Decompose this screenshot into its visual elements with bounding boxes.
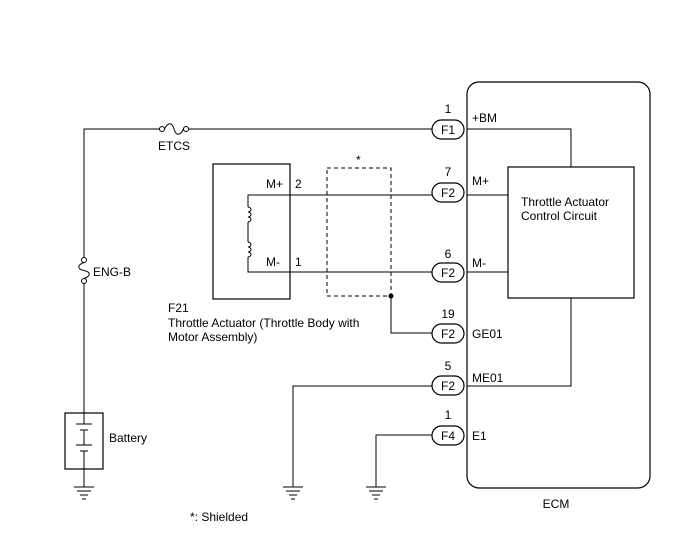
fuse-eng-b-icon xyxy=(78,257,90,284)
wire-me01-ground xyxy=(292,385,432,487)
actuator-pin-mminus-label: M- xyxy=(266,255,280,269)
actuator-pin-mplus-num: 2 xyxy=(295,177,302,191)
svg-text:19: 19 xyxy=(441,307,455,321)
svg-text:M-: M- xyxy=(472,256,486,270)
svg-text:1: 1 xyxy=(445,102,452,116)
svg-text:5: 5 xyxy=(445,359,452,373)
actuator-pin-mminus-num: 1 xyxy=(295,255,302,269)
shield-mark: * xyxy=(356,153,361,167)
control-circuit-label-line2: Control Circuit xyxy=(521,209,598,223)
svg-text:7: 7 xyxy=(445,165,452,179)
connector-f2-mminus: F2 6 M- xyxy=(431,247,486,283)
control-circuit-label-line1: Throttle Actuator xyxy=(521,195,609,209)
throttle-actuator-box xyxy=(212,163,291,300)
wire-e1-ground xyxy=(375,434,432,487)
ground-battery-icon xyxy=(74,469,94,500)
svg-text:F2: F2 xyxy=(441,186,455,200)
actuator-pin-mplus-label: M+ xyxy=(266,177,283,191)
actuator-name-line1: Throttle Actuator (Throttle Body with xyxy=(168,316,359,330)
connector-f2-ge01: F2 19 GE01 xyxy=(431,307,503,344)
ground-me01-icon xyxy=(283,486,303,500)
shield-ground-wire xyxy=(390,296,432,334)
svg-text:+BM: +BM xyxy=(472,111,497,125)
svg-text:E1: E1 xyxy=(472,429,487,443)
connector-f2-mplus: F2 7 M+ xyxy=(431,165,489,203)
actuator-id: F21 xyxy=(168,301,189,315)
svg-text:6: 6 xyxy=(445,247,452,261)
connector-f2-me01: F2 5 ME01 xyxy=(431,359,504,396)
actuator-name-line2: Motor Assembly) xyxy=(168,330,257,344)
svg-text:1: 1 xyxy=(445,408,452,422)
battery-icon xyxy=(76,413,92,469)
svg-text:F2: F2 xyxy=(441,327,455,341)
ground-e1-icon xyxy=(366,486,386,500)
ecm-label: ECM xyxy=(543,497,570,511)
svg-text:F2: F2 xyxy=(441,266,455,280)
motor-coil-icon xyxy=(247,194,290,273)
svg-text:GE01: GE01 xyxy=(472,327,503,341)
fuse-etcs-label: ETCS xyxy=(158,139,190,153)
fuse-etcs-icon xyxy=(159,123,189,135)
svg-text:M+: M+ xyxy=(472,174,489,188)
svg-text:F4: F4 xyxy=(441,429,455,443)
wire-power-feed-top xyxy=(83,128,159,258)
ecm-wire-me01 xyxy=(467,298,572,387)
fuse-eng-b-label: ENG-B xyxy=(93,265,131,279)
throttle-actuator-control-circuit xyxy=(507,166,635,299)
shield-box xyxy=(326,167,392,297)
svg-text:F1: F1 xyxy=(441,123,455,137)
svg-text:ME01: ME01 xyxy=(472,371,504,385)
ecm-wire-bm xyxy=(467,128,572,167)
ecm-box xyxy=(466,81,651,489)
connector-f4-e1: F4 1 E1 xyxy=(431,408,487,446)
connector-f1-bm: F1 1 +BM xyxy=(431,102,497,140)
svg-text:F2: F2 xyxy=(441,379,455,393)
shield-footnote: *: Shielded xyxy=(190,510,248,524)
battery-label: Battery xyxy=(109,431,147,445)
